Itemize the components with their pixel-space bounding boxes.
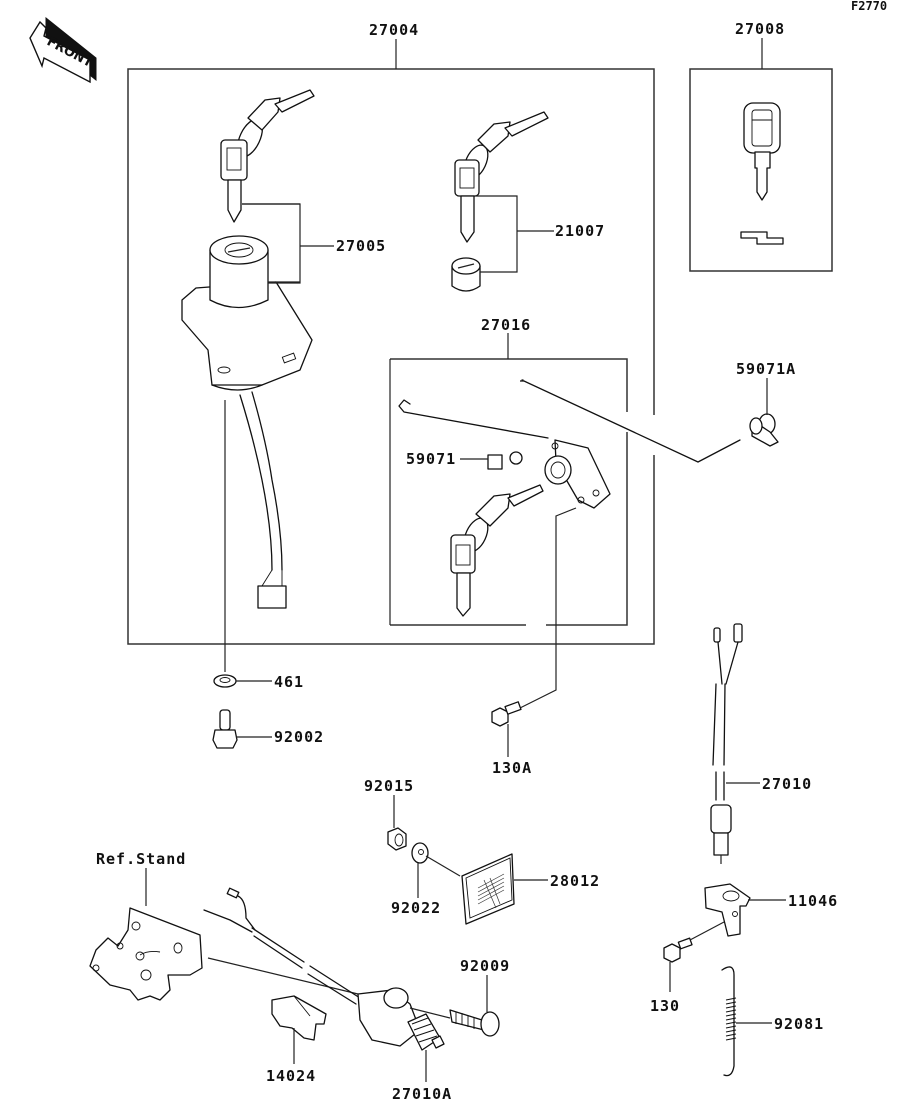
key-profile-icon bbox=[740, 231, 784, 245]
part-label-11046[interactable]: 11046 bbox=[788, 892, 838, 910]
group-27004: 27004 bbox=[127, 21, 655, 645]
part-label-92009[interactable]: 92009 bbox=[460, 957, 510, 975]
switch-27010 bbox=[710, 623, 743, 864]
clamp-59071 bbox=[487, 451, 523, 470]
ignition-keys bbox=[220, 89, 315, 223]
part-label-59071A[interactable]: 59071A bbox=[736, 360, 796, 378]
washer-92022 bbox=[411, 842, 461, 877]
clamp-59071A bbox=[749, 413, 779, 447]
group-box-27008 bbox=[689, 68, 833, 272]
seat-lock-keys bbox=[450, 484, 544, 617]
part-label-27016[interactable]: 27016 bbox=[481, 316, 531, 334]
part-label-21007[interactable]: 21007 bbox=[555, 222, 605, 240]
ref-stand bbox=[89, 907, 203, 1001]
figure-id: F2770 bbox=[851, 0, 887, 13]
group-box-27004 bbox=[127, 68, 655, 645]
callout-21007-bracket bbox=[476, 195, 518, 273]
group-box-27016 bbox=[390, 358, 628, 626]
key-blank-icon bbox=[743, 102, 781, 201]
part-label-92081[interactable]: 92081 bbox=[774, 1015, 824, 1033]
part-label-92002[interactable]: 92002 bbox=[274, 728, 324, 746]
part-label-14024[interactable]: 14024 bbox=[266, 1067, 316, 1085]
part-label-27005[interactable]: 27005 bbox=[336, 237, 386, 255]
callout-27005-bracket bbox=[242, 203, 301, 284]
ref-stand-label[interactable]: Ref.Stand bbox=[96, 850, 186, 868]
cover-14024 bbox=[271, 995, 327, 1041]
nut-92015 bbox=[387, 827, 407, 851]
bolt-130 bbox=[663, 921, 725, 963]
part-label-461[interactable]: 461 bbox=[274, 673, 304, 691]
part-label-27010[interactable]: 27010 bbox=[762, 775, 812, 793]
washer-461 bbox=[213, 674, 237, 688]
switch-27010A bbox=[203, 887, 451, 1051]
part-label-130A[interactable]: 130A bbox=[492, 759, 532, 777]
bolt-92009 bbox=[449, 1009, 500, 1037]
spring-92081 bbox=[721, 966, 737, 1077]
bolt-130A bbox=[491, 701, 522, 727]
part-label-130[interactable]: 130 bbox=[650, 997, 680, 1015]
seat-lock bbox=[398, 379, 741, 716]
spare-keys bbox=[451, 111, 549, 292]
label-plate-28012 bbox=[461, 853, 515, 925]
part-label-92015[interactable]: 92015 bbox=[364, 777, 414, 795]
part-label-59071[interactable]: 59071 bbox=[406, 450, 456, 468]
part-label-92022[interactable]: 92022 bbox=[391, 899, 441, 917]
part-label-27004[interactable]: 27004 bbox=[369, 21, 419, 39]
front-arrow-icon: FRONT bbox=[29, 16, 97, 84]
bolt-92002 bbox=[212, 709, 238, 749]
part-label-28012[interactable]: 28012 bbox=[550, 872, 600, 890]
part-label-27008[interactable]: 27008 bbox=[735, 20, 785, 38]
part-label-27010A[interactable]: 27010A bbox=[392, 1085, 452, 1103]
bracket-11046 bbox=[704, 883, 751, 937]
ignition-switch bbox=[181, 235, 313, 672]
group-27016: 27016 bbox=[389, 316, 628, 626]
group-27008: 27008 bbox=[689, 20, 833, 272]
